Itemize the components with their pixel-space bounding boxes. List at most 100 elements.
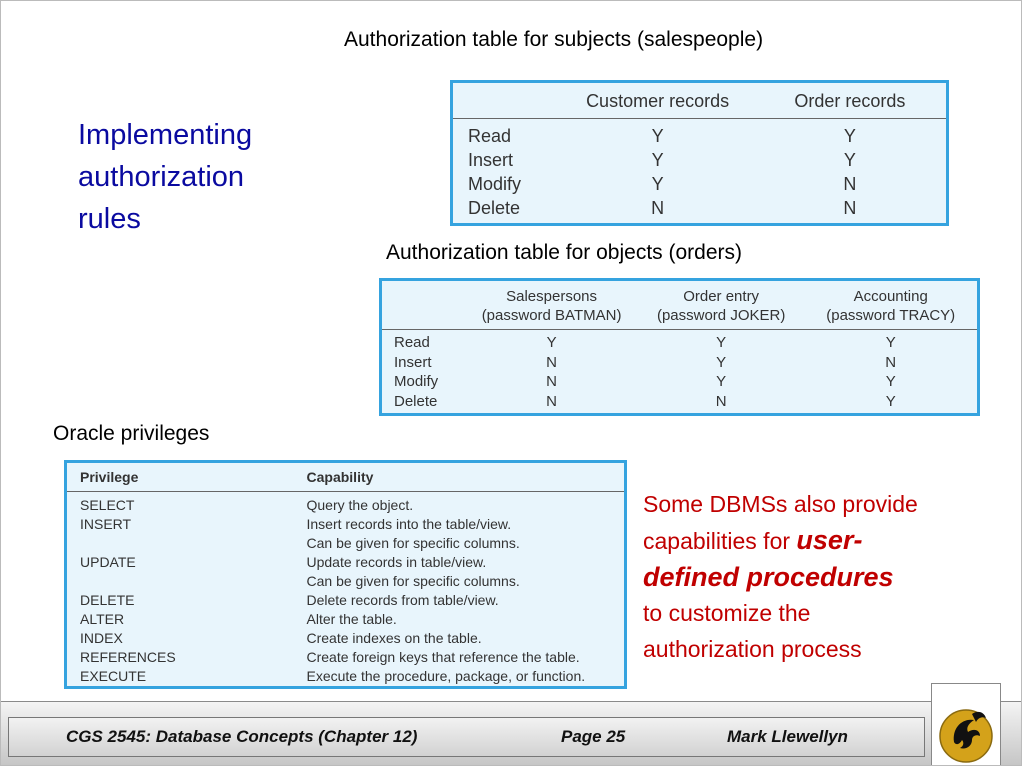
table-row: INDEX Create indexes on the table.	[67, 629, 624, 648]
slide-title: Implementing authorization rules	[78, 114, 252, 240]
table-row: Modify Y N	[453, 172, 946, 196]
table-cell: N	[843, 174, 857, 194]
table-cell: Y	[716, 353, 727, 371]
table-cell: Y	[885, 334, 896, 351]
table-cell: Y	[651, 126, 664, 146]
table-cell: Y	[843, 126, 856, 146]
table-row: INSERT Insert records into the table/vie…	[67, 515, 624, 534]
table-header-row: Customer records Order records	[453, 83, 946, 119]
slide-title-line-1: Implementing	[78, 119, 253, 151]
footer-course: CGS 2545: Database Concepts (Chapter 12)	[66, 727, 418, 746]
column-header: Privilege	[67, 463, 307, 492]
footer: CGS 2545: Database Concepts (Chapter 12)…	[1, 701, 1021, 765]
capability-cell: Alter the table.	[306, 611, 397, 627]
table-row: EXECUTE Execute the procedure, package, …	[67, 667, 624, 686]
table-header-row: Salespersons (password BATMAN) Order ent…	[382, 281, 977, 330]
table-row: REFERENCES Create foreign keys that refe…	[67, 648, 624, 667]
column-header-password: (password JOKER)	[656, 307, 786, 324]
objects-table-caption: Authorization table for objects (orders)	[386, 241, 743, 264]
note-emphasis: user-	[796, 525, 863, 555]
privilege-cell: EXECUTE	[80, 668, 147, 684]
note-line: to customize the	[643, 600, 811, 626]
table-row: UPDATE Update records in table/view.	[67, 553, 624, 572]
table-row: Read Y Y	[453, 119, 946, 149]
table-cell: Y	[716, 334, 727, 351]
note-text: capabilities for	[643, 528, 797, 554]
subjects-table-caption: Authorization table for subjects (salesp…	[344, 28, 764, 51]
slide-title-line-2: authorization	[78, 161, 245, 193]
row-label: Read	[468, 126, 512, 146]
table-header-row: Privilege Capability	[67, 463, 624, 492]
table-cell: N	[546, 392, 557, 410]
note-line: capabilities for user-	[643, 522, 1013, 559]
table-row: DELETE Delete records from table/view.	[67, 591, 624, 610]
table-cell: N	[885, 353, 897, 371]
table-cell: Y	[716, 373, 727, 390]
table-cell: Y	[885, 392, 896, 410]
table-cell: N	[546, 373, 557, 390]
privilege-cell: DELETE	[80, 592, 135, 608]
table-row: Can be given for specific columns.	[67, 572, 624, 591]
table-row: ALTER Alter the table.	[67, 610, 624, 629]
table-cell: Y	[651, 150, 664, 170]
footer-page-number: Page 25	[561, 727, 626, 746]
table-row: Delete N N	[453, 196, 946, 220]
column-header: Capability	[306, 463, 624, 492]
column-header: Customer records	[561, 83, 754, 119]
note-line: Some DBMSs also provide	[643, 491, 918, 517]
row-label: Insert	[394, 353, 432, 371]
row-label: Delete	[468, 198, 521, 218]
column-header-password: (password BATMAN)	[481, 307, 622, 324]
column-header-name: Accounting	[853, 288, 928, 305]
table-row: Delete N N Y	[382, 392, 977, 412]
table-row: Read Y Y Y	[382, 330, 977, 353]
privilege-cell: INSERT	[80, 516, 132, 532]
column-header-password: (password TRACY)	[826, 307, 956, 324]
table-cell: N	[651, 198, 665, 218]
column-header	[382, 281, 466, 330]
capability-cell: Query the object.	[306, 497, 414, 513]
capability-cell: Can be given for specific columns.	[306, 573, 520, 589]
table-cell: Y	[651, 174, 664, 194]
column-header: Salespersons (password BATMAN)	[465, 281, 638, 330]
capability-cell: Insert records into the table/view.	[306, 516, 512, 532]
table-row: SELECT Query the object.	[67, 492, 624, 516]
logo-frame	[931, 683, 1001, 765]
note-line: authorization process	[643, 636, 862, 662]
objects-authorization-table: Salespersons (password BATMAN) Order ent…	[379, 278, 980, 416]
row-label: Insert	[468, 150, 514, 170]
subjects-authorization-table: Customer records Order records Read Y Y …	[450, 80, 949, 226]
privilege-cell: REFERENCES	[80, 649, 176, 665]
table-row: Insert Y Y	[453, 148, 946, 172]
column-header-name: Order entry	[683, 288, 760, 305]
footer-author: Mark Llewellyn	[727, 727, 848, 746]
table-cell: Y	[885, 373, 896, 390]
table-cell: N	[546, 353, 557, 371]
table-cell: Y	[546, 334, 557, 351]
pegasus-logo-icon	[939, 709, 993, 763]
capability-cell: Delete records from table/view.	[306, 592, 499, 608]
column-header: Order records	[753, 83, 946, 119]
row-label: Modify	[468, 174, 522, 194]
column-header: Order entry (password JOKER)	[637, 281, 805, 330]
privilege-cell: UPDATE	[80, 554, 136, 570]
table-cell: Y	[843, 150, 856, 170]
table-row: Modify N Y Y	[382, 372, 977, 392]
note-emphasis: defined procedures	[643, 562, 894, 592]
capability-cell: Update records in table/view.	[306, 554, 487, 570]
slide-title-line-3: rules	[78, 203, 141, 235]
footer-bar	[8, 717, 925, 757]
row-label: Modify	[394, 373, 439, 390]
privilege-cell	[67, 534, 307, 553]
capability-cell: Create indexes on the table.	[306, 630, 482, 646]
capability-cell: Create foreign keys that reference the t…	[306, 649, 580, 665]
privilege-cell: SELECT	[80, 497, 135, 513]
column-header	[453, 83, 562, 119]
oracle-table-caption: Oracle privileges	[53, 422, 210, 445]
capability-cell: Can be given for specific columns.	[306, 535, 520, 551]
table-row: Can be given for specific columns.	[67, 534, 624, 553]
row-label: Read	[394, 334, 430, 351]
privilege-cell: ALTER	[80, 611, 125, 627]
privilege-cell: INDEX	[80, 630, 123, 646]
